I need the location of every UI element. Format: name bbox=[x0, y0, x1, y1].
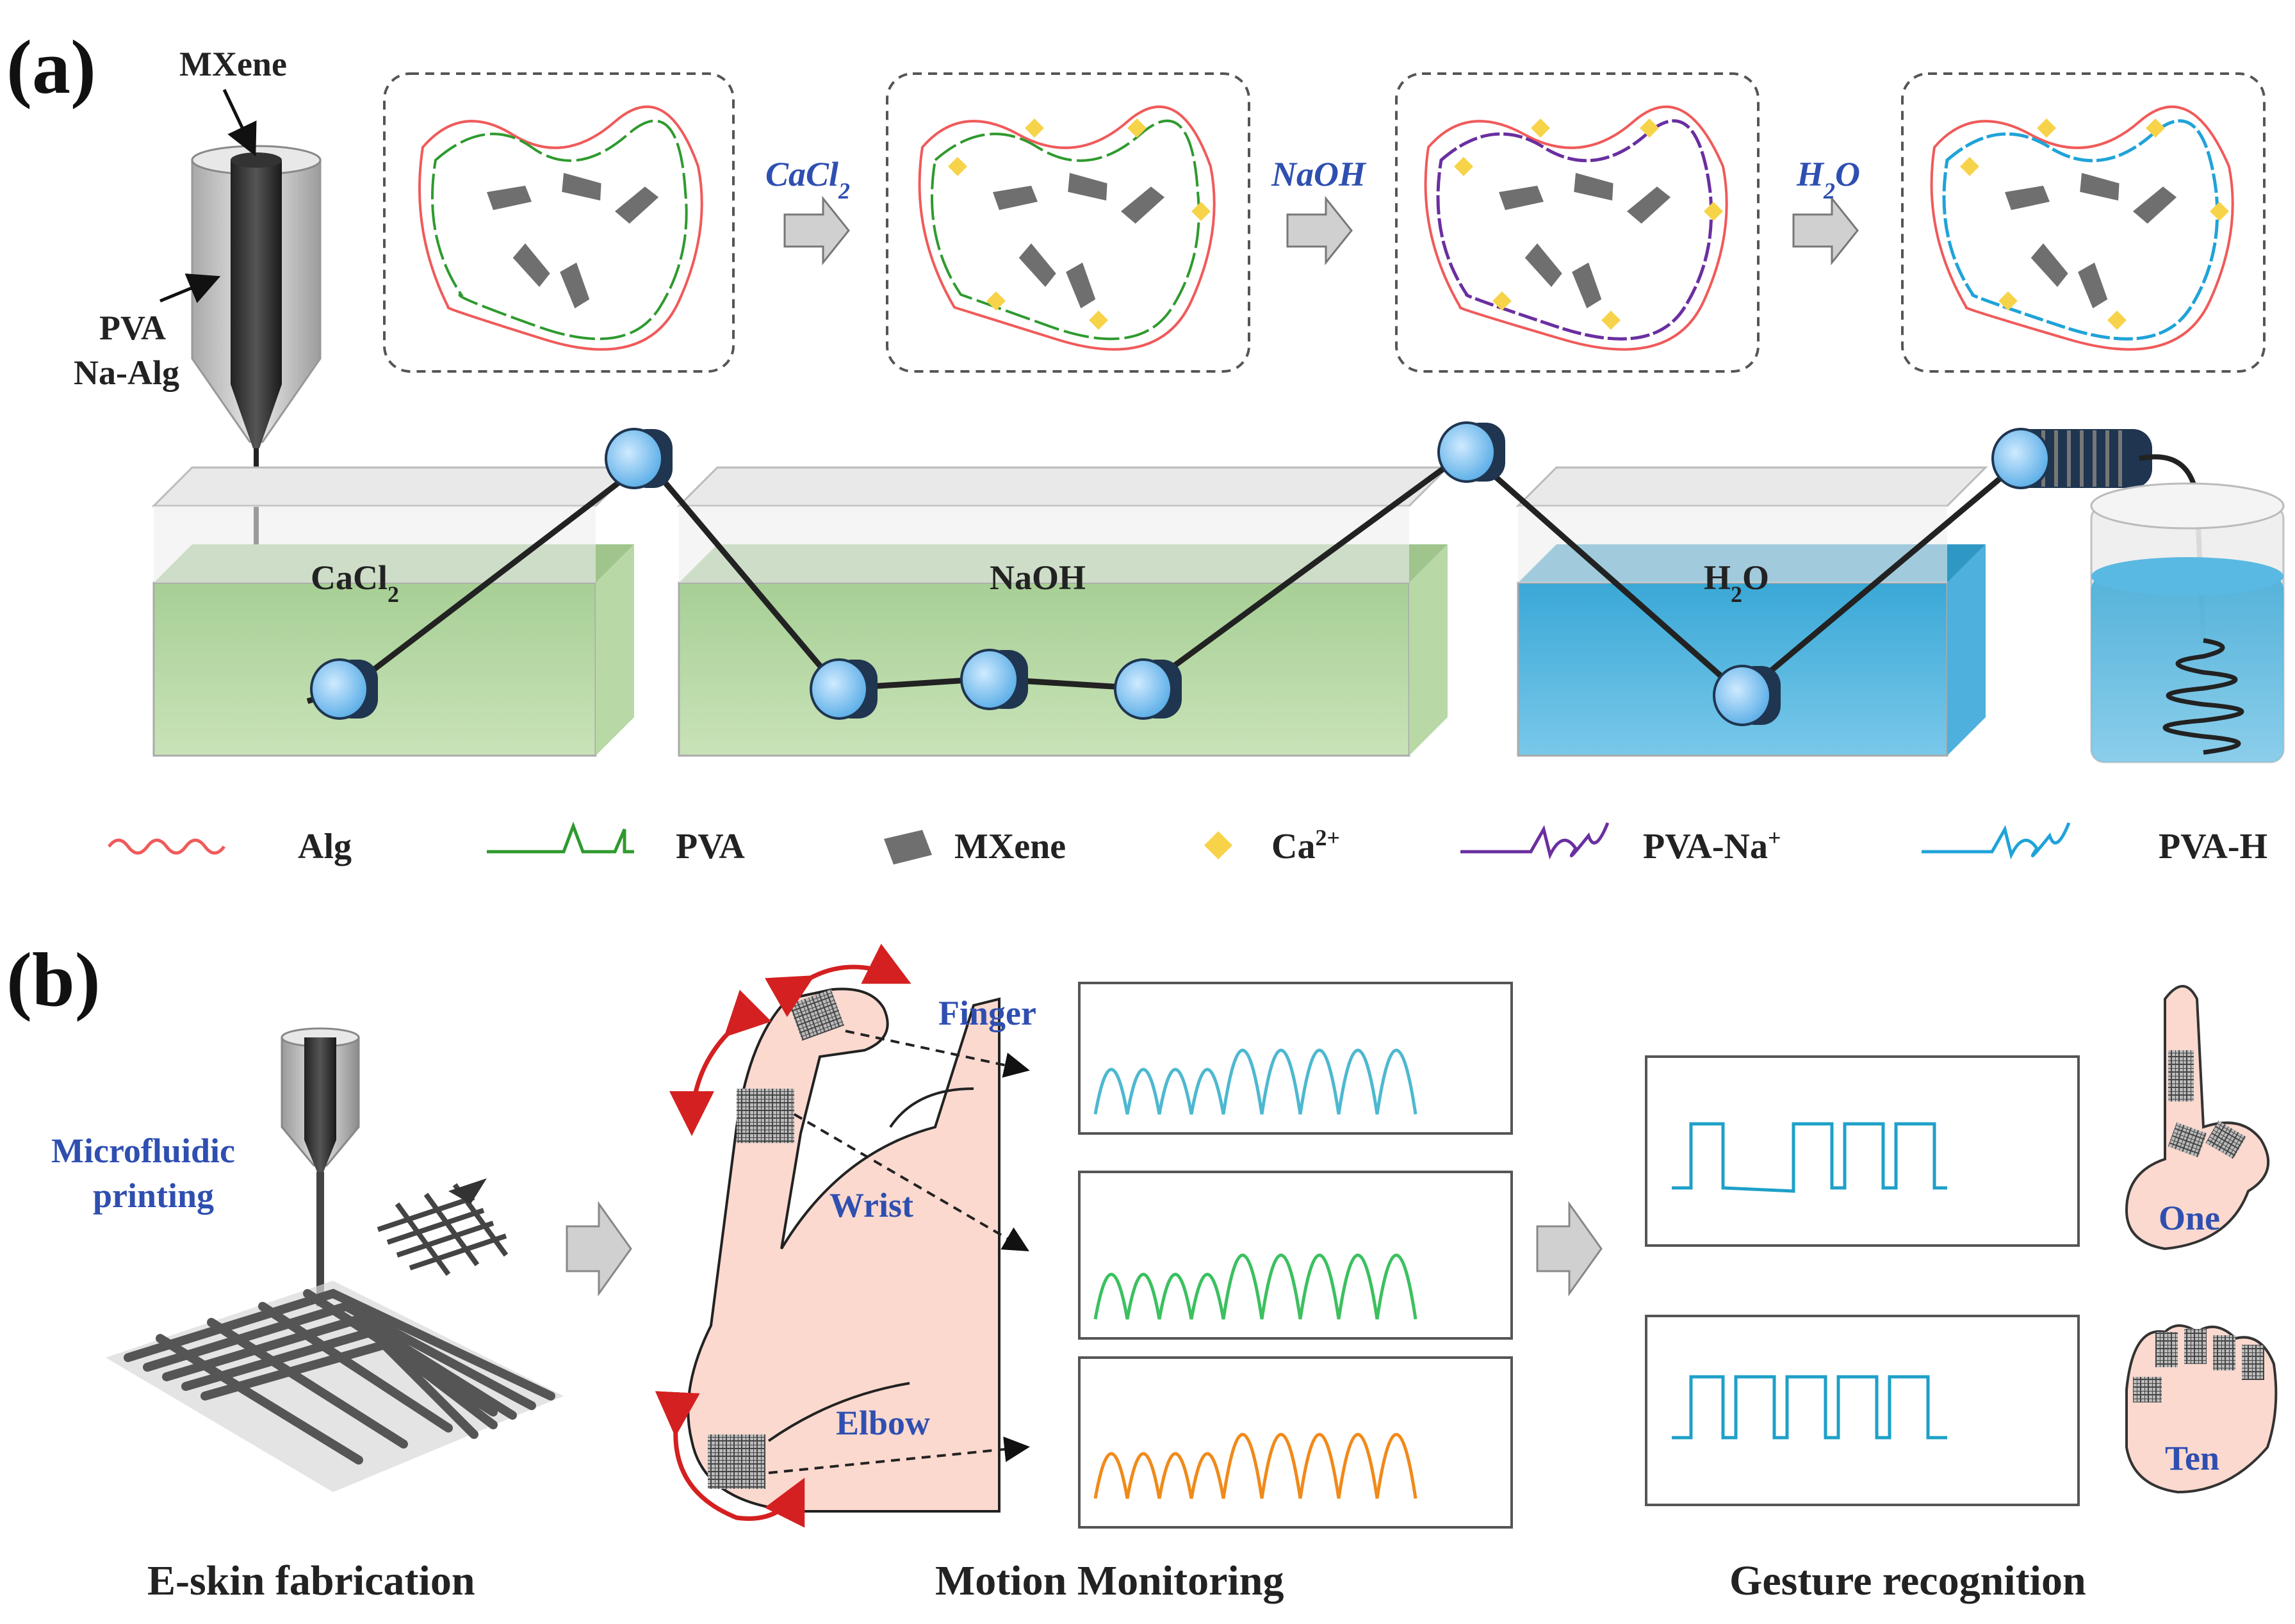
flow-arrows bbox=[566, 1201, 1603, 1297]
legend-ca-diamond bbox=[1204, 831, 1232, 859]
caption-gesture-recognition: Gesture recognition bbox=[1729, 1557, 2086, 1604]
bath-label-naoh: NaOH bbox=[990, 558, 1086, 597]
network-box-4 bbox=[1901, 72, 2266, 373]
bath-label-cacl2: CaCl2 bbox=[311, 558, 399, 607]
hand-ten bbox=[2125, 1324, 2278, 1494]
hand-one bbox=[2125, 985, 2270, 1251]
legend-mxene: MXene bbox=[954, 827, 1066, 866]
legend-pvana-line bbox=[1460, 822, 1610, 860]
network-box-2 bbox=[886, 72, 1250, 373]
signal-gesture-one bbox=[1645, 1055, 2080, 1247]
eskin-fabrication bbox=[106, 1027, 564, 1492]
panel-b-label: (b) bbox=[6, 937, 101, 1022]
legend-pva: PVA bbox=[676, 827, 745, 866]
legend-pvah: PVA-H bbox=[2159, 827, 2267, 866]
network-box-1 bbox=[383, 72, 735, 373]
step-arrows bbox=[783, 195, 1859, 266]
bath-naoh bbox=[676, 466, 1450, 757]
elbow-label: Elbow bbox=[836, 1404, 930, 1442]
bath-h2o bbox=[1515, 466, 1988, 757]
signal-wrist bbox=[1078, 1171, 1513, 1340]
step-label-naoh: NaOH bbox=[1271, 155, 1367, 193]
finger-label: Finger bbox=[938, 994, 1036, 1032]
arm-illustration bbox=[655, 943, 1030, 1528]
legend-pvah-line bbox=[1922, 822, 2071, 860]
caption-motion-monitoring: Motion Monitoring bbox=[935, 1557, 1284, 1604]
nozzle-core-label: MXene bbox=[179, 45, 287, 83]
caption-eskin-fabrication: E-skin fabrication bbox=[147, 1557, 475, 1604]
gesture-label-ten: Ten bbox=[2165, 1439, 2219, 1477]
panel-a-label: (a) bbox=[6, 24, 96, 110]
legend-pvana: PVA-Na+ bbox=[1643, 825, 1781, 866]
signal-gesture-ten bbox=[1645, 1315, 2080, 1506]
signal-finger bbox=[1078, 982, 1513, 1135]
step-label-cacl2: CaCl2 bbox=[765, 155, 850, 204]
signal-elbow bbox=[1078, 1356, 1513, 1529]
wrist-label: Wrist bbox=[829, 1186, 913, 1224]
collection-vial bbox=[2090, 454, 2285, 763]
bath-cacl2 bbox=[151, 466, 637, 757]
legend-ca: Ca2+ bbox=[1271, 825, 1340, 866]
step-label-h2o: H2O bbox=[1796, 155, 1860, 204]
legend: Alg PVA MXene Ca2+ PVA-Na+ PVA-H bbox=[108, 821, 2267, 866]
rollers bbox=[310, 421, 2152, 726]
legend-pva-line bbox=[487, 821, 634, 854]
nozzle-shell-label-2: Na-Alg bbox=[74, 353, 179, 392]
legend-alg-line bbox=[108, 838, 225, 855]
gesture-label-one: One bbox=[2159, 1199, 2220, 1237]
legend-mxene-flake bbox=[884, 830, 932, 865]
printing-label-1: Microfluidic bbox=[51, 1132, 235, 1170]
bath-label-h2o: H2O bbox=[1704, 558, 1769, 607]
legend-alg: Alg bbox=[298, 827, 352, 866]
printing-label-2: printing bbox=[93, 1176, 214, 1215]
nozzle-shell-label-1: PVA bbox=[99, 309, 166, 347]
network-box-3 bbox=[1395, 72, 1760, 373]
